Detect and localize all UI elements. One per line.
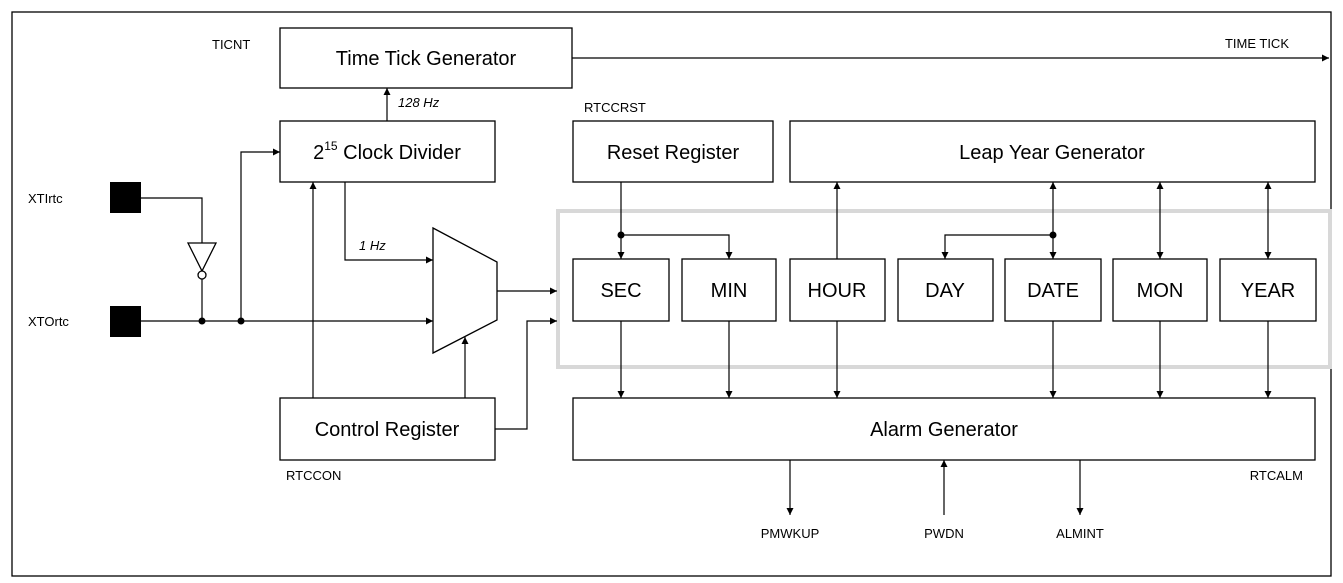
inverter-bubble [197,270,207,280]
wire-reset-to-min [621,234,733,259]
register-mon: MON [1112,258,1208,322]
svg-text:MON: MON [1137,280,1184,302]
xtortc-label: XTOrtc [28,314,69,329]
freq-1hz-label: 1 Hz [359,238,386,253]
svg-text:SEC: SEC [600,280,641,302]
svg-text:DATE: DATE [1027,280,1079,302]
xtirtc-pad [110,182,141,213]
svg-text:DAY: DAY [925,280,965,302]
junction-dot [237,317,245,325]
rtcalm-label: RTCALM [1250,468,1303,483]
svg-text:YEAR: YEAR [1241,280,1295,302]
time-counter-group [556,209,1332,369]
junction-dot [617,231,625,239]
control-register-block: Control Register [279,397,496,461]
time-tick-generator-block: Time Tick Generator [279,27,573,89]
register-min: MIN [681,258,777,322]
clock-mux [432,226,498,355]
register-day: DAY [897,258,994,322]
control-register-label: Control Register [315,419,460,441]
xtirtc-label: XTIrtc [28,191,63,206]
ticnt-label: TICNT [212,37,250,52]
rtccrst-label: RTCCRST [584,100,646,115]
wire-xti [141,197,203,243]
junction-dot [1049,231,1057,239]
xtortc-pad [110,306,141,337]
pwdn-label: PWDN [924,526,964,541]
almint-label: ALMINT [1056,526,1104,541]
time-tick-label: TIME TICK [1225,36,1289,51]
clock-divider-block: 215 Clock Divider [279,120,496,183]
junction-dot [198,317,206,325]
pmwkup-label: PMWKUP [761,526,820,541]
register-hour: HOUR [789,258,886,322]
inverter-buffer [186,242,218,273]
wire-date-to-day [941,234,1053,259]
reset-register-block: Reset Register [572,120,774,183]
reset-register-label: Reset Register [607,142,740,164]
register-year: YEAR [1219,258,1317,322]
register-sec: SEC [572,258,670,322]
wire-xto-to-divider [240,148,280,321]
wire-1hz [344,182,433,264]
svg-text:HOUR: HOUR [808,280,867,302]
svg-text:MIN: MIN [711,280,748,302]
leap-year-generator-block: Leap Year Generator [789,120,1316,183]
time-tick-generator-label: Time Tick Generator [336,48,517,70]
alarm-generator-label: Alarm Generator [870,419,1018,441]
freq-128hz-label: 128 Hz [398,95,440,110]
rtccon-label: RTCCON [286,468,341,483]
leap-year-generator-label: Leap Year Generator [959,142,1145,164]
wire-ctrl-to-counters [495,317,557,430]
alarm-generator-block: Alarm Generator [572,397,1316,461]
clock-divider-label: 215 Clock Divider [313,139,461,164]
register-date: DATE [1004,258,1102,322]
